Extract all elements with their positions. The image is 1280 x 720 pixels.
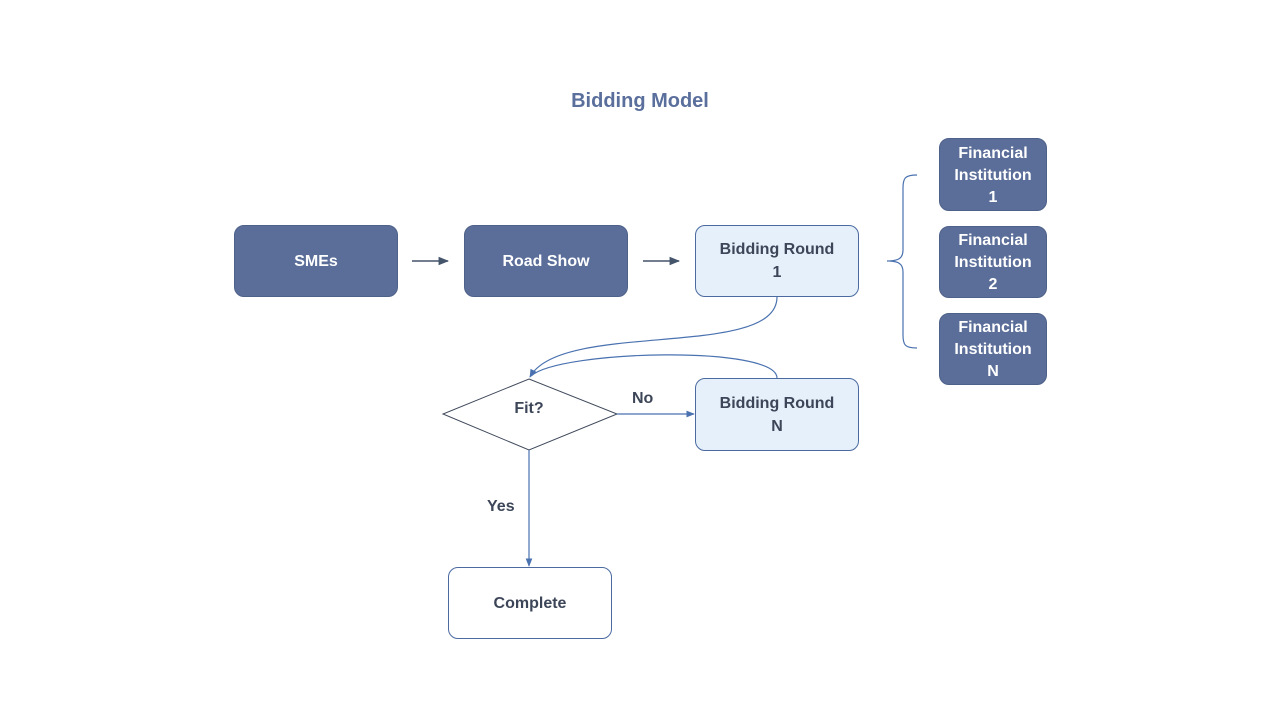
node-financial-institution-2[interactable]: Financial Institution 2 [939, 226, 1047, 298]
node-financial-institution-n[interactable]: Financial Institution N [939, 313, 1047, 385]
curly-brace [886, 174, 918, 349]
diagram-title: Bidding Model [571, 90, 709, 112]
yes-edge-label: Yes [487, 498, 515, 515]
node-road-show[interactable]: Road Show [464, 225, 628, 297]
no-edge-label: No [632, 390, 654, 407]
arrow-round1-to-fit [529, 296, 778, 378]
node-bidding-round-1[interactable]: Bidding Round 1 [695, 225, 859, 297]
node-bidding-round-n[interactable]: Bidding Round N [695, 378, 859, 451]
node-complete[interactable]: Complete [448, 567, 612, 639]
node-smes[interactable]: SMEs [234, 225, 398, 297]
node-financial-institution-1[interactable]: Financial Institution 1 [939, 138, 1047, 211]
fit-decision-label: Fit? [514, 400, 544, 417]
arrow-roundn-back-to-fit [530, 354, 778, 379]
